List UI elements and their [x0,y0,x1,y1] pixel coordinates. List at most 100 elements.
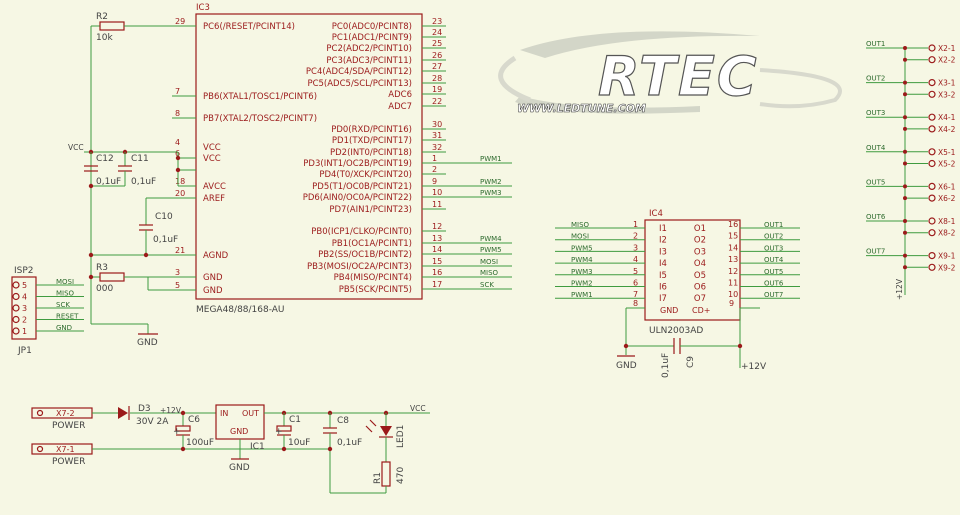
isp-pin-circle [12,281,20,289]
ic4-cd-num: 9 [729,299,734,308]
ic4-output-num: 13 [728,255,738,264]
ic3-pin-label: PC1(ADC1/PCINT9) [332,33,412,43]
connector-pin-label: X8-2 [938,229,956,238]
connector-pin [928,125,936,133]
c6-value: 100uF [186,438,214,448]
gnd-label-ic4: GND [616,361,637,371]
r1-value: 470 [396,467,406,484]
c11-value: 0,1uF [131,177,156,187]
ic3-pin-label: PC2(ADC2/PCINT10) [326,44,412,54]
ic3-pin-label: PD5(T1/OC0B/PCINT21) [312,182,412,192]
ic3-pin-label: PC6(/RESET/PCINT14) [203,22,295,32]
ic3-pin-number: 31 [432,131,442,140]
ic3-pin-number: 21 [175,246,185,255]
c6-name: C6 [188,415,200,425]
isp-pin-circle [12,315,20,324]
isp-net-label: RESET [56,313,79,321]
connector-net: OUT2 [866,75,885,83]
ic3-pin-number: 29 [175,17,185,26]
net-label: PWM2 [480,178,502,186]
ic4-input-net: MISO [571,221,590,229]
connector-pin [928,56,936,64]
connector-junction [903,46,907,50]
isp-net-label: SCK [56,301,70,309]
ic3-pin-label: GND [203,273,223,283]
ic4-input-num: 1 [633,220,638,229]
ic4-output-label: O3 [694,247,706,257]
net-label: SCK [480,281,494,289]
ic3-pin-label: VCC [203,143,221,153]
ic4-input-label: I2 [659,236,667,246]
connector-junction [903,253,907,258]
ic4-output-net: OUT7 [764,291,783,299]
ic3-pin-label: PB6(XTAL1/TOSC1/PCINT6) [203,92,317,102]
x71-pin: X7-1 [56,445,75,454]
c11-name: C11 [131,154,149,164]
ic3-pin-label: PD6(AIN0/OC0A/PCINT22) [303,193,412,203]
gnd-label-power: GND [229,463,250,473]
connector-net: OUT3 [866,109,885,117]
ic4-output-num: 11 [728,279,738,288]
ic3-pin-label: PB7(XTAL2/TOSC2/PCINT7) [203,114,317,124]
connector-junction [903,219,907,223]
ic3-pin-label: PD3(INT1/OC2B/PCINT19) [303,159,412,169]
ic4-input-num: 6 [633,279,638,288]
ic3-pin-label: PC5(ADC5/SCL/PCINT13) [307,79,412,89]
ic3-pin-label: PC0(ADC0/PCINT8) [332,22,412,32]
ic4-output-net: OUT1 [764,221,783,229]
ic3-pin-label: PB5(SCK/PCINT5) [339,285,412,295]
d3-name: D3 [138,404,151,414]
ic4-input-net: PWM3 [571,268,593,276]
ic4-input-net: PWM5 [571,244,593,252]
isp-name: ISP2 [14,266,34,276]
vcc-label-power: VCC [410,404,426,413]
ic3-pin-number: 28 [432,74,442,83]
rail-label: +12V [895,278,904,300]
ic4-name: IC4 [649,209,663,219]
ic4-input-num: 5 [633,267,638,276]
ic3-part: MEGA48/88/168-AU [196,305,285,315]
plus12-label: +12V [741,362,767,372]
ic3-pin-number: 16 [432,268,442,277]
ic3-pin-label: PC3(ADC3/PCINT11) [326,56,412,66]
ic4-input-net: MOSI [571,233,589,241]
ic1-name: IC1 [250,442,265,452]
ic4-input-label: I5 [659,271,667,281]
ic4-output-net: OUT6 [764,280,784,288]
ic3-pin-label: PD4(T0/XCK/PCINT20) [319,170,412,180]
connector-pin [928,113,936,121]
ic3-pin-number: 27 [432,62,442,71]
connector-net: OUT1 [866,40,885,48]
ic4-output-label: O6 [694,283,706,293]
ic4-input-label: I3 [659,247,667,257]
c1-value: 10uF [288,438,310,448]
ic3-pin-number: 30 [432,120,442,129]
isp-net-label: MOSI [56,278,74,286]
ic4-input-label: I1 [659,224,667,234]
connector-pin-label: X6-1 [938,182,956,191]
connector-pin [928,148,936,156]
ic4-input-net: PWM2 [571,280,593,288]
ic4-output-num: 12 [728,267,738,276]
x72-pin: X7-2 [56,409,75,418]
ic3-pin-label: PB4(MISO/PCINT4) [334,273,412,283]
connector-pin-label: X9-1 [938,252,956,261]
ic4-output-net: OUT2 [764,233,783,241]
ic3-pin-label: PC4(ADC4/SDA/PCINT12) [306,67,412,77]
c1-name: C1 [289,415,301,425]
ic4-output-net: OUT4 [764,256,784,264]
connector-pin-label: X3-2 [938,90,956,99]
x72-label: POWER [52,421,85,431]
connector-pin-label: X4-2 [938,125,956,134]
connector-pin [928,44,936,52]
ic4-input-num: 3 [633,243,638,252]
connector-junction [903,57,907,62]
c9-name: C9 [686,356,696,368]
isp-pin-number: 5 [22,281,27,290]
ic1-in: IN [220,409,228,418]
ic4-input-num: 7 [633,290,638,299]
